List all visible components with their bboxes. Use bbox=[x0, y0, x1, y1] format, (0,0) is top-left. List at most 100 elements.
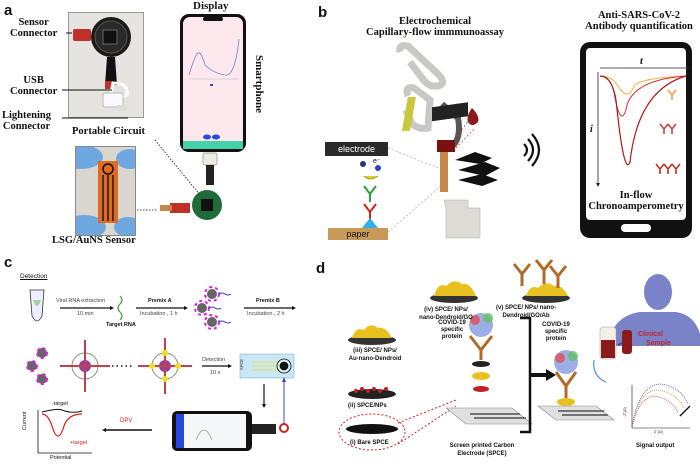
step-v-label: (v) SPCE/ NPs/ nano- Dendroid/GO/Ab bbox=[486, 304, 566, 320]
dpv-curve-minus-target bbox=[41, 408, 83, 413]
spce-electrode-1 bbox=[445, 407, 533, 425]
step1-top-label: Viral RNA extraction bbox=[56, 298, 106, 304]
premix-b-label: Premix B bbox=[256, 298, 280, 304]
electrode-label: electrode bbox=[325, 142, 388, 156]
lsg-sensor-label: LSG/AuNS Sensor bbox=[52, 235, 136, 246]
lsg-sensor-graphic bbox=[76, 147, 135, 235]
antibodies-icon bbox=[512, 259, 568, 288]
premix-a-label: Premix A bbox=[148, 298, 172, 304]
protein-1-line2: specific bbox=[440, 327, 464, 333]
lightening-connector-line2: Connector bbox=[2, 121, 51, 132]
clinical-line1: Clinical bbox=[638, 331, 663, 338]
electron-label: e⁻ bbox=[373, 158, 381, 165]
phone-screen bbox=[183, 17, 243, 149]
detection-time-label: 10 s bbox=[210, 370, 221, 376]
signal-output-label: Signal output bbox=[636, 443, 675, 449]
step-iii-label: (iii) SPCE/ NPs/ Au-nano-Dendroid bbox=[340, 347, 410, 363]
panel-b-right-title-line2: Antibody quantification bbox=[585, 21, 693, 32]
smartphone-photo bbox=[180, 14, 246, 152]
method-line1: In-flow bbox=[619, 190, 653, 201]
nanoparticles bbox=[354, 387, 388, 393]
curve-high bbox=[599, 75, 687, 166]
nyquist-xlabel: Z' (Ω) bbox=[654, 430, 663, 434]
clinical-line2: Sample bbox=[646, 340, 671, 347]
panel-label-a: a bbox=[4, 2, 13, 19]
spce-electrode-line2: Electrode (SPCE) bbox=[457, 451, 507, 457]
panel-b-right-title-line1: Anti-SARS-CoV-2 bbox=[597, 10, 681, 21]
antibody-single-icon bbox=[667, 89, 677, 100]
dpv-label: DPV bbox=[120, 418, 133, 424]
protein-2-line1: COVID-19 bbox=[542, 322, 570, 328]
detection-step-label: Detection bbox=[202, 357, 226, 363]
sensor-connector-line1: Sensor bbox=[18, 17, 49, 28]
protein-2-line3: protein bbox=[545, 336, 567, 342]
circuit-photo bbox=[68, 12, 144, 118]
step-i-label: (i) Bare SPCE bbox=[350, 440, 389, 446]
step-v-line2: Dendroid/GO/Ab bbox=[502, 313, 550, 319]
bracket bbox=[520, 316, 532, 434]
panel-b-title-line2: Capillary-flow immmunoassay bbox=[366, 27, 504, 38]
lsg-sensor-photo bbox=[75, 146, 136, 236]
step-v-line1: (v) SPCE/ NPs/ nano- bbox=[495, 305, 556, 311]
circuit-photo-graphic bbox=[73, 17, 131, 111]
panel-b-right-title: Anti-SARS-CoV-2 Antibody quantification bbox=[580, 10, 698, 32]
i-axis-label: i bbox=[590, 124, 593, 135]
spce-electrode-line1: Screen printed Carbon bbox=[449, 443, 515, 449]
usb-connector-label: USB Connector bbox=[10, 75, 57, 97]
bare-spce-disc bbox=[346, 424, 398, 434]
target-rna-icon bbox=[117, 295, 123, 321]
protein-label-2: COVID-19 specific protein bbox=[534, 322, 578, 343]
lightening-connector-label: Lightening Connector bbox=[2, 110, 51, 132]
nyquist-ylabel: -Z''(Ω) bbox=[622, 407, 627, 417]
sensor-connector-line2: Connector bbox=[10, 28, 58, 39]
sensor-connector-label: Sensor Connector bbox=[10, 17, 57, 39]
panel-b-title: Electrochemical Capillary-flow immmunoas… bbox=[360, 16, 510, 38]
panel-label-b: b bbox=[318, 4, 328, 21]
step-iv-label: (iv) SPCE/ NPs/ nano-Dendroid/GO bbox=[406, 306, 486, 322]
panel-label-d: d bbox=[316, 260, 326, 277]
premix-a-sub-label: Incubation , 1 h bbox=[140, 311, 178, 317]
premix-b-sub-label: Incubation , 2 h bbox=[247, 311, 285, 317]
protein-1-line3: protein bbox=[441, 334, 463, 340]
portable-circuit-label: Portable Circuit bbox=[72, 126, 145, 137]
home-button bbox=[621, 224, 651, 232]
step-iv-line1: (iv) SPCE/ NPs/ bbox=[424, 307, 468, 313]
step-iii-line1: (iii) SPCE/ NPs/ bbox=[353, 348, 397, 354]
paper-label: paper bbox=[328, 228, 388, 240]
blood-drop-icon bbox=[467, 108, 479, 125]
clinical-sample-label: Clinical Sample bbox=[638, 330, 671, 348]
lightening-connector-line1: Lightening bbox=[2, 110, 52, 121]
minus-target-label: -target bbox=[52, 401, 68, 407]
phone-screen-graph bbox=[183, 17, 243, 149]
method-line2: Chronoamperometry bbox=[588, 201, 684, 212]
protein-1-line1: COVID-19 bbox=[438, 320, 466, 326]
plus-target-label: +target bbox=[70, 440, 88, 446]
usb-connector-line1: USB bbox=[23, 75, 44, 86]
usb-connector-line2: Connector bbox=[10, 86, 58, 97]
assembled-network-icon bbox=[26, 338, 192, 394]
antibody-triple-icon bbox=[655, 163, 681, 174]
panel-label-c: c bbox=[4, 254, 13, 271]
blue-curved-arrow bbox=[593, 359, 607, 383]
step-ii-label: (ii) SPCE/NPs bbox=[348, 403, 387, 409]
protein-label-1: COVID-19 specific protein bbox=[432, 320, 472, 341]
step1-bottom-label: 10 min bbox=[77, 311, 94, 317]
panel-b-title-line1: Electrochemical bbox=[398, 16, 472, 27]
target-rna-label: Target RNA bbox=[106, 322, 136, 328]
curve-low bbox=[599, 75, 687, 95]
dpv-xlabel: Potential bbox=[50, 455, 72, 461]
detection-heading: Detection bbox=[20, 273, 48, 280]
display-label: Display bbox=[193, 0, 229, 12]
spce-electrode-label: Screen printed Carbon Electrode (SPCE) bbox=[442, 442, 522, 458]
probe-complexes-icon bbox=[194, 286, 232, 330]
t-axis-label: t bbox=[640, 56, 643, 67]
sample-tube-2 bbox=[622, 330, 632, 354]
method-label: In-flow Chronoamperometry bbox=[586, 190, 686, 212]
antibody-double-icon bbox=[659, 123, 677, 134]
